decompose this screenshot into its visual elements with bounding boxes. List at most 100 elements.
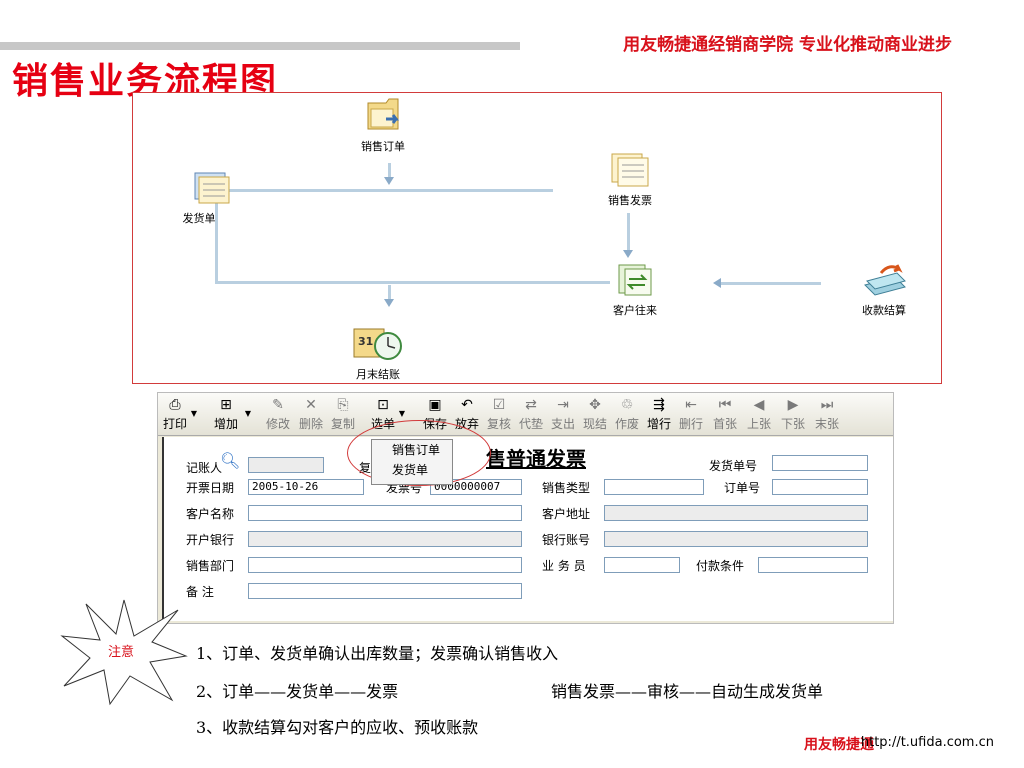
select-doc-icon: ⊡ xyxy=(377,397,389,413)
magnifier-cursor-icon: 🔍︎ xyxy=(220,451,241,470)
node-receipt-settlement: 收款结算 xyxy=(839,263,929,318)
record-field[interactable] xyxy=(248,457,324,473)
edit-icon: ✎ xyxy=(272,397,284,413)
customer-account-icon xyxy=(618,264,652,296)
node-delivery-note: 发货单 xyxy=(173,169,253,226)
chevron-down-icon[interactable]: ▼ xyxy=(244,409,251,418)
invoice-date-field[interactable]: 2005-10-26 xyxy=(248,479,364,495)
order-no-label: 订单号 xyxy=(724,481,761,495)
bank-field[interactable] xyxy=(248,531,522,547)
add-row-icon: ⇶ xyxy=(653,397,665,413)
delivery-note-icon xyxy=(194,172,230,204)
void-button[interactable]: ♲作废 xyxy=(612,395,642,433)
flow-line-bottom xyxy=(215,281,610,284)
add-button[interactable]: ⊞增加▼ xyxy=(208,395,251,433)
bank-account-label: 银行账号 xyxy=(542,533,591,547)
bank-account-field[interactable] xyxy=(604,531,868,547)
chevron-down-icon[interactable]: ▼ xyxy=(398,409,405,418)
payment-terms-field[interactable] xyxy=(758,557,868,573)
last-button[interactable]: ⏭末张 xyxy=(812,395,842,433)
delete-button[interactable]: ✕删除 xyxy=(296,395,326,433)
calendar-clock-icon: 31 xyxy=(353,328,402,360)
customer-addr-field[interactable] xyxy=(604,505,868,521)
sales-invoice-label: 销售发票 xyxy=(608,194,652,207)
menu-item-sales-order[interactable]: 销售订单 xyxy=(392,443,441,457)
flow-line-invoice-down xyxy=(627,213,630,251)
payment-terms-label: 付款条件 xyxy=(696,559,745,573)
attention-starburst-icon: 注意 xyxy=(60,599,188,706)
customer-name-field[interactable] xyxy=(248,505,522,521)
footer-brand-logo: 用友畅捷通 xyxy=(804,737,874,753)
delivery-no-label: 发货单号 xyxy=(709,459,758,473)
delete-icon: ✕ xyxy=(305,397,317,413)
next-button[interactable]: ▶下张 xyxy=(778,395,808,433)
receipt-settlement-label: 收款结算 xyxy=(862,304,906,317)
next-record-icon: ▶ xyxy=(787,397,799,413)
arrow-left-icon xyxy=(713,278,721,288)
cash-settle-button[interactable]: ✥现结 xyxy=(580,395,610,433)
cash-settle-icon: ✥ xyxy=(589,397,601,413)
save-icon: ▣ xyxy=(428,397,442,413)
order-no-field[interactable] xyxy=(772,479,868,495)
node-sales-invoice: 销售发票 xyxy=(585,151,675,208)
calendar-day: 31 xyxy=(358,335,373,348)
toolbar: ⎙打印▼ ⊞增加▼ ✎修改 ✕删除 ⎘复制 ⊡选单▼ ▣保存 ↶放弃 ☑复核 ⇄… xyxy=(158,393,893,436)
advance-button[interactable]: ⇄代垫 xyxy=(516,395,546,433)
record-label: 记账人 xyxy=(186,461,223,475)
sales-flow-diagram: 销售订单 发货单 销售发票 客户往来 收款结算 xyxy=(132,92,942,384)
pay-button[interactable]: ⇥支出 xyxy=(548,395,578,433)
flow-line-receipt xyxy=(721,282,821,285)
salesman-field[interactable] xyxy=(604,557,680,573)
delete-row-button[interactable]: ⇤删行 xyxy=(676,395,706,433)
undo-icon: ↶ xyxy=(461,397,473,413)
prev-record-icon: ◀ xyxy=(753,397,765,413)
footer-url: http://t.ufida.com.cn xyxy=(860,735,994,750)
customer-account-label: 客户往来 xyxy=(613,304,657,317)
copy-button[interactable]: ⎘复制 xyxy=(328,395,358,433)
new-doc-icon: ⊞ xyxy=(220,397,232,413)
attention-badge-text: 注意 xyxy=(108,644,134,660)
menu-item-delivery-note[interactable]: 发货单 xyxy=(392,463,429,477)
select-order-menu: 销售订单 发货单 xyxy=(371,439,453,485)
delivery-note-label: 发货单 xyxy=(182,212,216,225)
review-button[interactable]: ☑复核 xyxy=(484,395,514,433)
flow-line-monthend xyxy=(388,285,391,300)
flow-line-order-down xyxy=(388,163,391,178)
dept-label: 销售部门 xyxy=(186,559,235,573)
dept-field[interactable] xyxy=(248,557,522,573)
chevron-down-icon[interactable]: ▼ xyxy=(190,409,197,418)
remark-field[interactable] xyxy=(248,583,522,599)
note-line-3: 3、收款结算勾对客户的应收、预收账款 xyxy=(196,718,479,737)
note-line-1: 1、订单、发货单确认出库数量；发票确认销售收入 xyxy=(196,644,559,663)
prev-button[interactable]: ◀上张 xyxy=(744,395,774,433)
add-row-button[interactable]: ⇶增行 xyxy=(644,395,674,433)
invoice-date-label: 开票日期 xyxy=(186,481,235,495)
month-end-label: 月末结账 xyxy=(356,368,400,381)
print-button[interactable]: ⎙打印▼ xyxy=(160,395,197,433)
review-icon: ☑ xyxy=(492,397,506,413)
arrow-down-icon xyxy=(623,250,633,258)
invoice-form: 售普通发票 记账人 复 发货单号 开票日期 2005-10-26 发票号 000… xyxy=(162,437,893,621)
copy-icon: ⎘ xyxy=(337,397,349,413)
first-record-icon: ⏮ xyxy=(718,397,732,413)
sales-type-field[interactable] xyxy=(604,479,704,495)
flow-line-delivery-invoice xyxy=(215,189,553,192)
delete-row-icon: ⇤ xyxy=(685,397,697,413)
node-sales-order: 销售订单 xyxy=(343,97,423,154)
top-divider-bar xyxy=(0,42,520,50)
advance-icon: ⇄ xyxy=(525,397,537,413)
salesman-label: 业 务 员 xyxy=(542,559,586,573)
customer-name-label: 客户名称 xyxy=(186,507,235,521)
highlight-ellipse xyxy=(347,420,491,486)
invoice-window: ⎙打印▼ ⊞增加▼ ✎修改 ✕删除 ⎘复制 ⊡选单▼ ▣保存 ↶放弃 ☑复核 ⇄… xyxy=(157,392,894,624)
first-button[interactable]: ⏮首张 xyxy=(710,395,740,433)
flow-line-delivery-down xyxy=(215,198,218,283)
printer-icon: ⎙ xyxy=(169,397,181,413)
sales-order-icon xyxy=(367,98,399,130)
delivery-no-field[interactable] xyxy=(772,455,868,471)
form-title: 售普通发票 xyxy=(486,447,586,471)
sales-invoice-icon xyxy=(611,153,649,187)
modify-button[interactable]: ✎修改 xyxy=(262,395,294,433)
header-slogan: 用友畅捷通经销商学院 专业化推动商业进步 xyxy=(623,35,952,55)
sales-type-label: 销售类型 xyxy=(542,481,591,495)
